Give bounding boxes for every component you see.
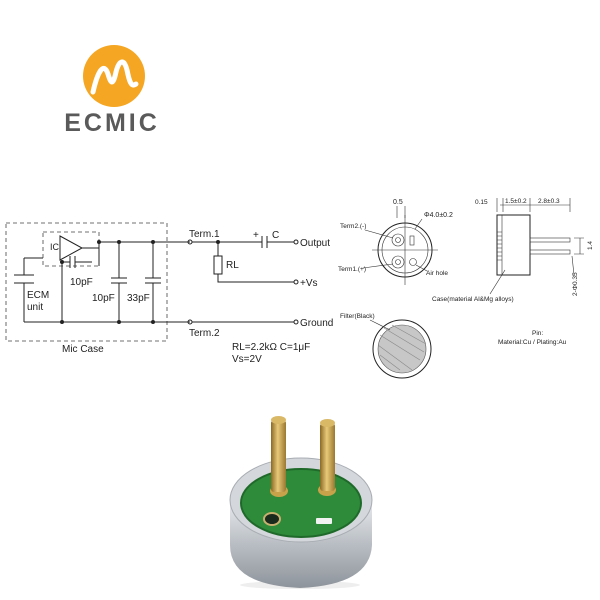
logo-mark <box>83 45 145 107</box>
rl-label: RL <box>226 260 239 271</box>
brand-name: ECMIC <box>64 109 160 137</box>
air-hole-label: Air hole <box>426 270 448 277</box>
cap-b-label: 10pF <box>92 293 115 304</box>
c-label: C <box>272 230 279 241</box>
dim-1-5: 1.5±0.2 <box>505 198 527 205</box>
term2-label: Term.2 <box>189 328 220 339</box>
side-view-case <box>496 214 531 276</box>
filter-view <box>372 319 432 379</box>
cap-a-label: 10pF <box>70 277 93 288</box>
side-view-pin-bottom <box>529 249 571 255</box>
pin-label: Pin: <box>532 330 543 337</box>
schematic: Mic Case IC ECM unit 10pF 10pF <box>5 222 333 365</box>
mic-case-label: Mic Case <box>62 344 104 355</box>
pcb-hole <box>263 512 281 526</box>
term1-drawing-label: Term1.(+) <box>338 266 366 273</box>
pin-material-label: Material:Cu / Plating:Au <box>498 339 567 346</box>
mic-case-box <box>5 222 168 342</box>
pin-right <box>320 423 335 491</box>
air-hole <box>409 258 417 266</box>
vs-label: +Vs <box>300 278 318 289</box>
term2-pad <box>391 233 405 247</box>
spec-line-2: Vs=2V <box>232 354 262 365</box>
case-material-label: Case(material Al&Mg alloys) <box>432 296 514 303</box>
spec-line-1: RL=2.2kΩ C=1μF <box>232 342 310 353</box>
output-label: Output <box>300 238 330 249</box>
side-view-pin-top <box>529 237 571 243</box>
ecm-unit-label: unit <box>27 302 43 313</box>
dim-0-15: 0.15 <box>475 199 488 206</box>
rl-resistor <box>213 255 223 275</box>
pin-left <box>271 420 286 492</box>
cap-plus: + <box>253 230 259 241</box>
product-photo <box>229 416 373 589</box>
ecm-label: ECM <box>27 290 49 301</box>
dim-1-4: 1.4 <box>587 241 594 250</box>
dim-2-8: 2.8±0.3 <box>538 198 560 205</box>
tech-drawing: 0.5 Φ4.0±0.2 Term2.(-) Term1.(+) Air hol… <box>338 198 594 379</box>
ground-label: Ground <box>300 318 333 329</box>
term2-drawing-label: Term2.(-) <box>340 223 366 230</box>
term1-pad <box>391 255 405 269</box>
pcb-slot <box>316 518 332 524</box>
filter-label: Filter(Black) <box>340 313 375 320</box>
dim-0-5: 0.5 <box>393 199 403 206</box>
cap-c-label: 33pF <box>127 293 150 304</box>
dim-diameter: Φ4.0±0.2 <box>424 212 453 219</box>
dim-pin-diameter: 2-Φ0.35 <box>572 272 579 296</box>
ic-amplifier <box>59 235 84 261</box>
ic-label: IC <box>50 242 60 252</box>
term1-label: Term.1 <box>189 229 220 240</box>
